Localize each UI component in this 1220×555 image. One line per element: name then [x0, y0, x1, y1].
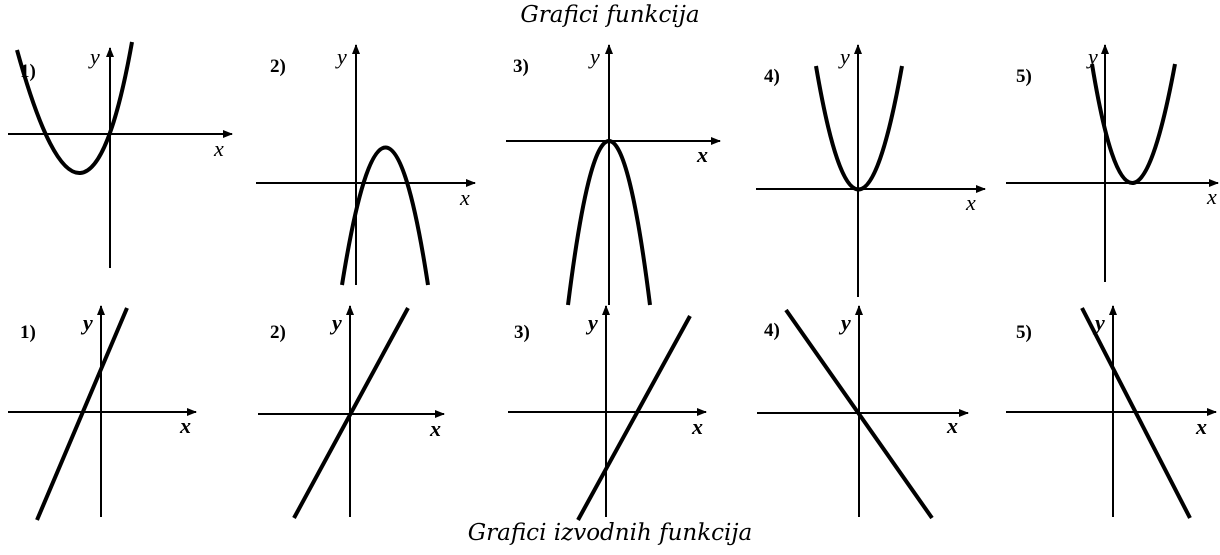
x-axis-label: x [1195, 414, 1207, 439]
x-axis-label: x [965, 190, 976, 215]
y-axis-label: y [80, 310, 93, 335]
derivative-line [576, 315, 692, 521]
graph-number: 2) [270, 322, 286, 343]
y-axis-label: y [838, 310, 851, 335]
x-axis-label: x [946, 413, 958, 438]
x-axis-label: x [213, 136, 224, 161]
x-axis-label: x [691, 414, 703, 439]
y-axis-label: y [1086, 44, 1098, 69]
bottom-caption: Grafici izvodnih funkcija [467, 520, 753, 546]
derivative-graph-1: 1) y x [8, 305, 197, 521]
x-axis-label: x [696, 142, 708, 167]
function-curve [340, 145, 430, 286]
x-axis-label: x [179, 413, 191, 438]
derivative-graph-2: 2) y x [258, 305, 445, 519]
function-graph-2: 2) y x [256, 44, 476, 286]
graph-number: 5) [1016, 66, 1032, 87]
y-axis-label: y [588, 44, 600, 69]
x-axis-label: x [429, 416, 441, 441]
y-axis-label: y [329, 310, 342, 335]
y-axis-label: y [838, 44, 850, 69]
function-curve [814, 65, 904, 192]
function-curve [15, 41, 134, 175]
derivative-graph-3: 3) y x [508, 305, 707, 521]
function-curve [566, 139, 652, 306]
graph-number: 4) [764, 66, 780, 87]
y-axis-label: y [585, 310, 598, 335]
derivative-graph-4: 4) y x [757, 305, 969, 520]
function-graph-4: 4) y x [756, 44, 986, 297]
derivative-line [784, 308, 934, 520]
derivative-line [35, 307, 129, 521]
derivative-line [1080, 307, 1192, 519]
graph-number: 1) [20, 322, 36, 343]
function-graph-5: 5) y x [1006, 44, 1219, 282]
x-axis-label: x [459, 185, 470, 210]
graph-number: 2) [270, 56, 286, 77]
graph-number: 3) [514, 322, 530, 343]
graph-number: 1) [20, 61, 36, 82]
function-graph-3: 3) y x [506, 44, 721, 306]
y-axis-label: y [88, 44, 100, 69]
y-axis-label: y [335, 44, 347, 69]
graph-number: 4) [764, 320, 780, 341]
graph-number: 5) [1016, 322, 1032, 343]
x-axis-label: x [1206, 184, 1217, 209]
y-axis-label: y [1092, 310, 1105, 335]
graph-number: 3) [513, 56, 529, 77]
function-graph-1: 1) y x [8, 41, 233, 268]
derivative-graph-5: 5) y x [1006, 305, 1217, 519]
top-caption: Grafici funkcija [520, 2, 700, 28]
function-curve [1090, 63, 1177, 185]
derivative-line [292, 307, 410, 519]
